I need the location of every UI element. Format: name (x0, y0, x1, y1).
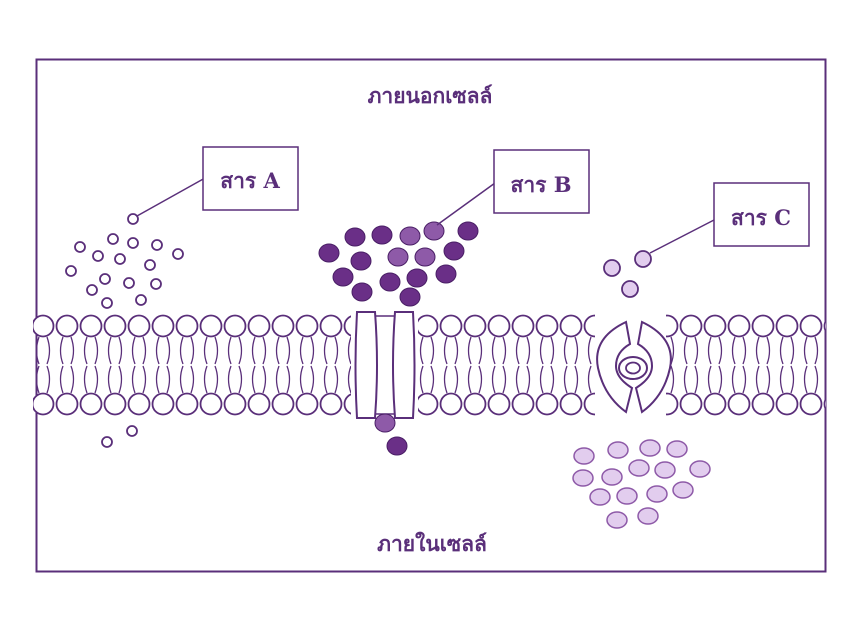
lipid-bilayer (33, 310, 826, 420)
substance-c-outside-particles (603, 250, 652, 298)
substance-b-callout: สาร B (436, 149, 590, 226)
substance-a-callout: สาร A (136, 146, 299, 217)
substance-b-label: สาร B (511, 172, 572, 197)
substance-c-callout: สาร C (649, 182, 810, 254)
substance-b-particles (318, 221, 479, 456)
substance-a-label: สาร A (220, 168, 280, 193)
inside-cell-label: ภายในเซลล์ (377, 531, 487, 556)
substance-c-label: สาร C (731, 205, 791, 230)
substance-c-inside-particles (572, 439, 711, 529)
substance-a-particles (65, 213, 184, 448)
outside-cell-label: ภายนอกเซลล์ (368, 83, 493, 108)
carrier-protein (596, 320, 672, 414)
